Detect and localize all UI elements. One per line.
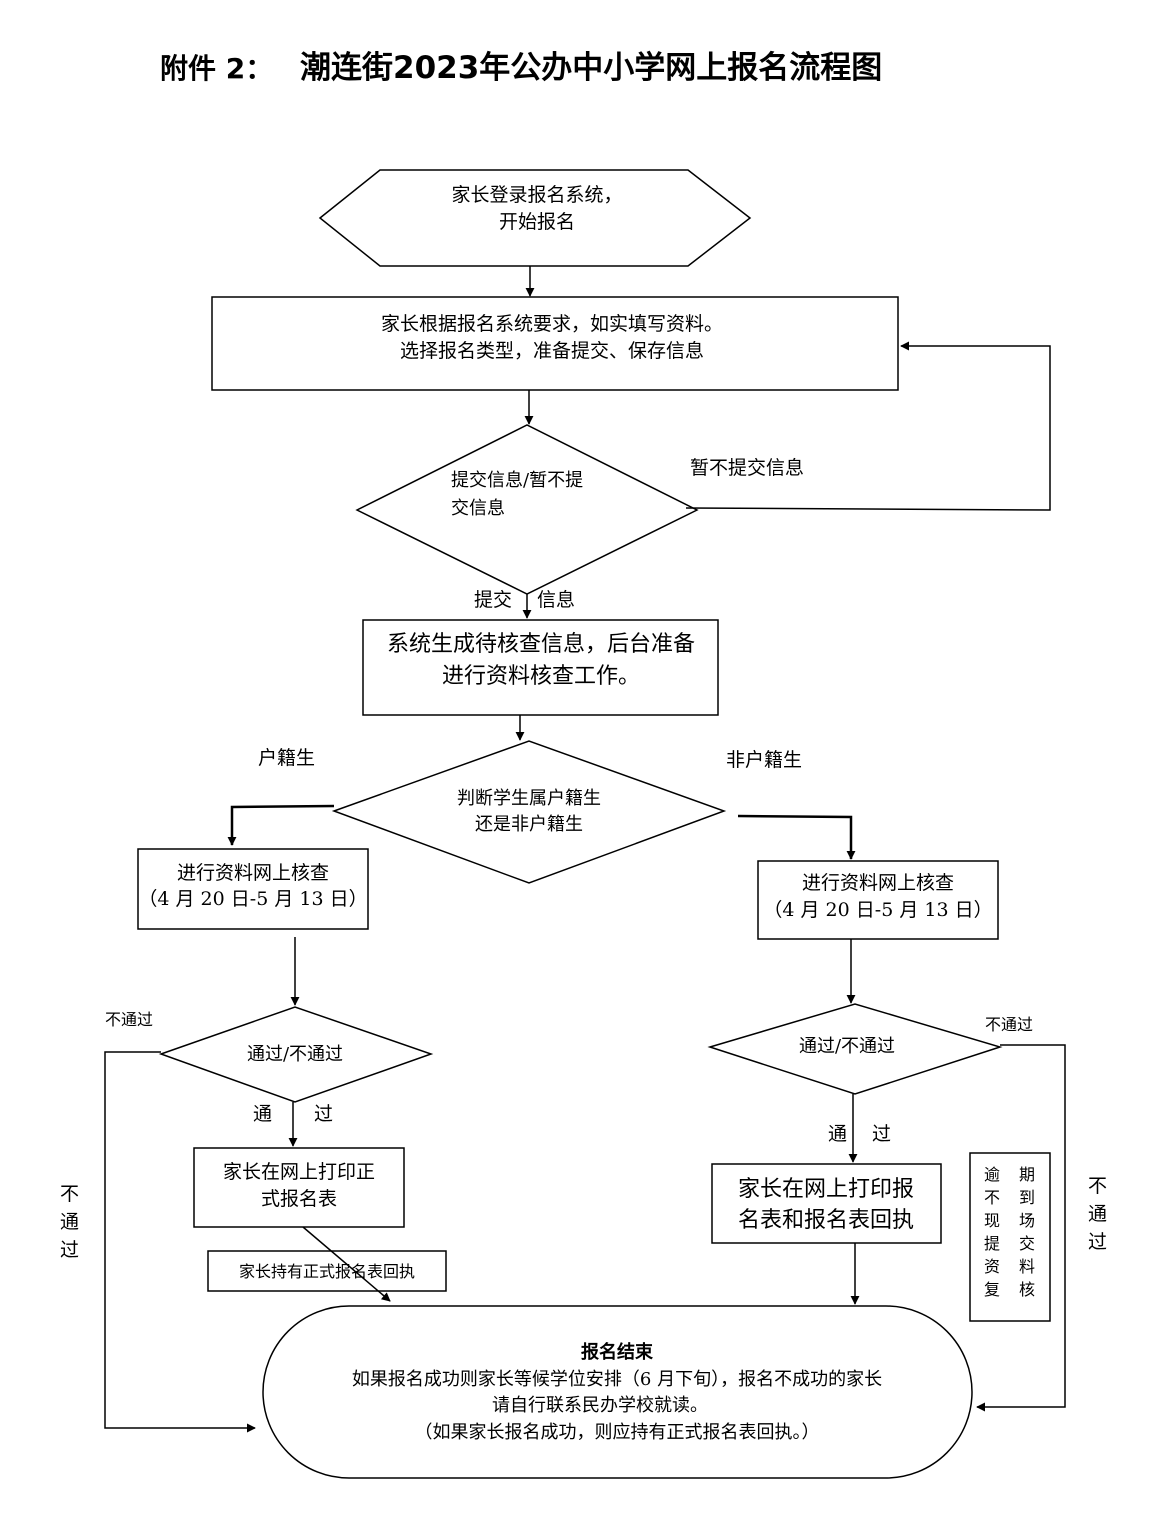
label-fail-nonlocal-small: 不通过 xyxy=(985,1015,1033,1034)
label-pass-local-2: 过 xyxy=(314,1103,333,1125)
arrow-not-submit-loop xyxy=(685,341,1051,511)
end-text-3: （如果家长报名成功，则应持有正式报名表回执。） xyxy=(415,1422,820,1443)
overdue-c1-6: 复 xyxy=(984,1280,1000,1299)
print-local-text-1: 家长在网上打印正 xyxy=(223,1161,375,1183)
overdue-c1-1: 逾 xyxy=(984,1165,1000,1184)
pending-check-text-1: 系统生成待核查信息，后台准备 xyxy=(387,632,695,657)
end-text-2: 请自行联系民办学校就读。 xyxy=(492,1395,708,1416)
pending-check-box xyxy=(362,619,719,716)
label-fail-local-small: 不通过 xyxy=(105,1010,153,1029)
submit-decision-node xyxy=(355,424,699,595)
label-submit-left: 提交 xyxy=(474,589,512,611)
residency-decision-text-2: 还是非户籍生 xyxy=(475,814,583,835)
overdue-c1-4: 提 xyxy=(984,1234,1000,1253)
check-local-text-2: （4 月 20 日-5 月 13 日） xyxy=(138,888,367,910)
overdue-c1-2: 不 xyxy=(984,1188,1000,1207)
end-text-1: 如果报名成功则家长等候学位安排（6 月下旬），报名不成功的家长 xyxy=(352,1369,882,1390)
label-not-submit: 暂不提交信息 xyxy=(690,457,804,479)
pass-nonlocal-decision xyxy=(707,1003,1003,1095)
overdue-c1-3: 现 xyxy=(984,1211,1000,1230)
overdue-c2-1: 期 xyxy=(1019,1165,1035,1184)
label-fail-right-2: 通 xyxy=(1088,1203,1107,1225)
print-nonlocal-text-1: 家长在网上打印报 xyxy=(738,1177,914,1202)
arrow-nonlocal-branch xyxy=(737,814,856,860)
check-nonlocal-box xyxy=(757,860,999,940)
arrow-print-local-to-end xyxy=(302,1226,391,1302)
label-submit-right: 信息 xyxy=(537,589,575,611)
label-pass-nonlocal-2: 过 xyxy=(872,1123,891,1145)
arrow-local-branch xyxy=(227,804,335,846)
check-local-box xyxy=(137,848,369,930)
print-nonlocal-text-2: 名表和报名表回执 xyxy=(738,1208,914,1233)
start-text-1: 家长登录报名系统， xyxy=(451,184,622,206)
submit-decision-text-2: 交信息 xyxy=(451,498,505,519)
pass-local-text: 通过/不通过 xyxy=(247,1044,343,1065)
residency-decision-node xyxy=(331,740,727,884)
check-local-text-1: 进行资料网上核查 xyxy=(177,862,329,884)
overdue-c2-4: 交 xyxy=(1019,1234,1035,1253)
label-fail-left-3: 过 xyxy=(60,1239,79,1261)
arrow-fail-nonlocal xyxy=(976,1044,1066,1412)
check-nonlocal-text-2: （4 月 20 日-5 月 13 日） xyxy=(763,899,992,921)
label-nonlocal: 非户籍生 xyxy=(726,749,802,771)
submit-decision-text-1: 提交信息/暂不提 xyxy=(451,470,583,491)
fill-info-text-2: 选择报名类型，准备提交、保存信息 xyxy=(400,340,704,362)
overdue-c2-3: 场 xyxy=(1019,1211,1035,1230)
overdue-note-box xyxy=(969,1152,1051,1322)
label-pass-local-1: 通 xyxy=(253,1103,272,1125)
page-title: 潮连街2023年公办中小学网上报名流程图 xyxy=(300,50,882,86)
overdue-c2-6: 核 xyxy=(1019,1280,1035,1299)
fill-info-text-1: 家长根据报名系统要求，如实填写资料。 xyxy=(381,313,723,335)
end-node xyxy=(262,1305,973,1479)
header-prefix: 附件 2： xyxy=(160,52,273,85)
start-node xyxy=(318,169,752,267)
label-fail-left-2: 通 xyxy=(60,1211,79,1233)
print-local-text-2: 式报名表 xyxy=(261,1188,337,1210)
label-fail-left-1: 不 xyxy=(60,1183,79,1205)
check-nonlocal-text-1: 进行资料网上核查 xyxy=(802,872,954,894)
label-fail-right-3: 过 xyxy=(1088,1231,1107,1253)
hold-form-box xyxy=(207,1250,447,1292)
print-nonlocal-box xyxy=(711,1163,942,1244)
overdue-c2-5: 料 xyxy=(1019,1257,1035,1276)
hold-form-text: 家长持有正式报名表回执 xyxy=(239,1262,415,1281)
arrow-fail-local xyxy=(104,1051,256,1433)
label-local: 户籍生 xyxy=(258,747,315,769)
start-text-2: 开始报名 xyxy=(499,211,575,233)
fill-info-box xyxy=(211,296,899,391)
overdue-c2-2: 到 xyxy=(1019,1188,1035,1207)
end-title: 报名结束 xyxy=(581,1341,654,1363)
pass-local-decision xyxy=(158,1006,434,1103)
label-fail-right-1: 不 xyxy=(1088,1175,1107,1197)
residency-decision-text-1: 判断学生属户籍生 xyxy=(457,788,601,809)
pass-nonlocal-text: 通过/不通过 xyxy=(799,1036,895,1057)
print-local-box xyxy=(193,1147,405,1228)
pending-check-text-2: 进行资料核查工作。 xyxy=(442,664,640,689)
overdue-c1-5: 资 xyxy=(984,1257,1000,1276)
label-pass-nonlocal-1: 通 xyxy=(828,1123,847,1145)
